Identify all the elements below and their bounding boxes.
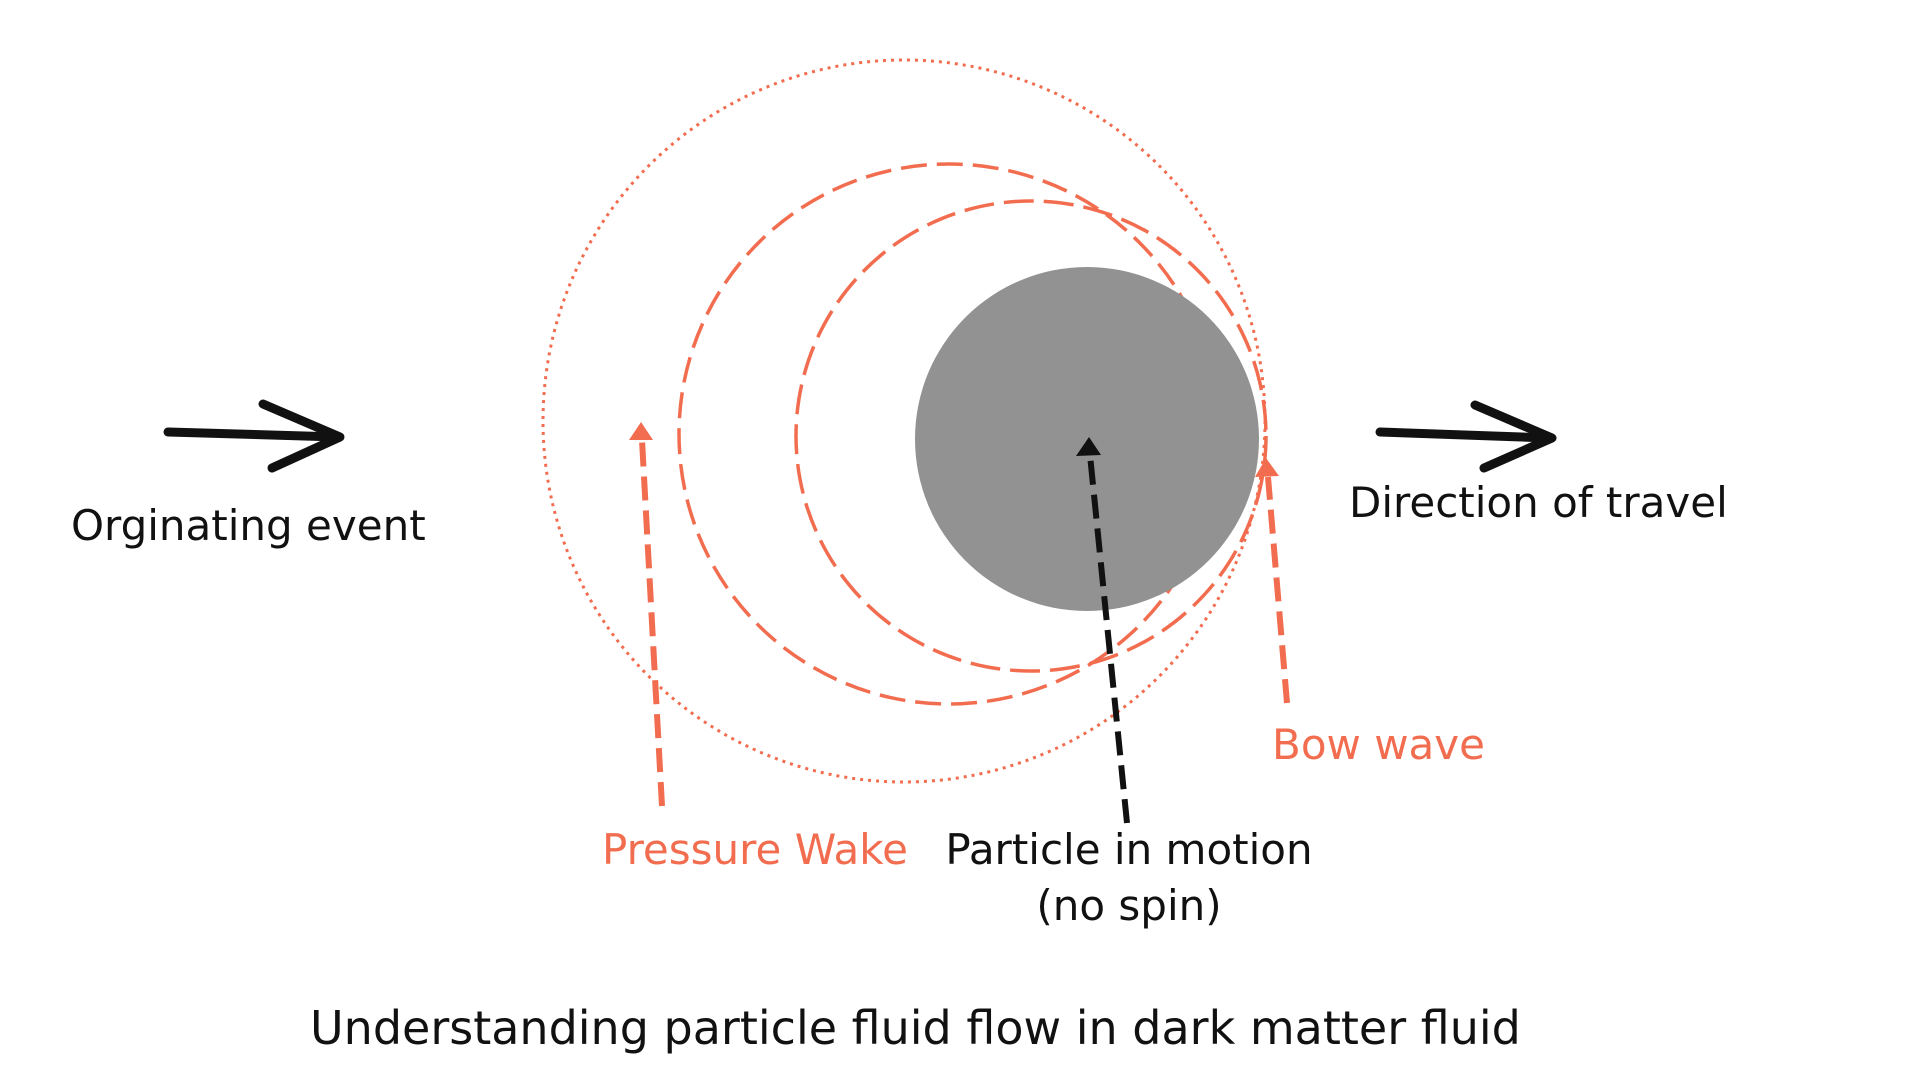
inner-wave-ring [794, 199, 1268, 673]
bow-wave-arrow [1255, 458, 1290, 704]
particle-label-line1: Particle in motion [945, 825, 1312, 874]
particle-arrow [1076, 437, 1130, 824]
direction-of-travel-label: Direction of travel [1349, 478, 1728, 527]
direction-of-travel-arrow [1375, 400, 1557, 473]
bow-wave-label: Bow wave [1272, 720, 1485, 769]
originating-event-arrow [163, 399, 345, 473]
particle-label-line2: (no spin) [1036, 881, 1221, 930]
pressure-wake-arrow [629, 422, 665, 807]
diagram-caption: Understanding particle fluid flow in dar… [310, 1001, 1521, 1055]
particle [915, 267, 1259, 611]
originating-event-label: Orginating event [71, 501, 426, 550]
pressure-wake-label: Pressure Wake [602, 825, 908, 874]
